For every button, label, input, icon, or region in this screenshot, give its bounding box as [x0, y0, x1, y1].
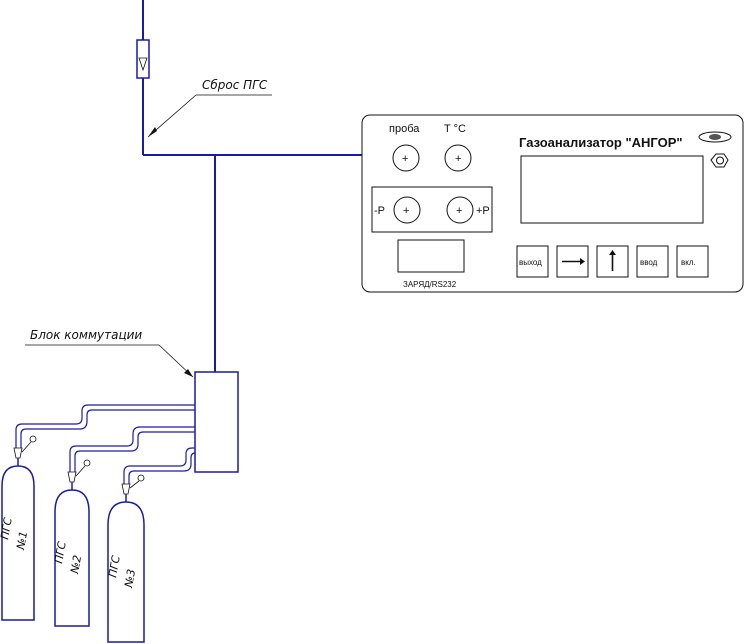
cylinder-lines [15, 404, 196, 484]
power-button-label: вкл. [681, 258, 696, 267]
temperature-port[interactable] [444, 144, 472, 172]
vent-callout: Сброс ПГС [147, 78, 272, 138]
switching-block: Блок коммутации [25, 328, 239, 473]
vent-line [136, 0, 392, 156]
cylinder-2-name: ПГС [52, 540, 69, 564]
cylinder-3-name: ПГС [106, 554, 123, 578]
vent-label: Сброс ПГС [202, 78, 268, 92]
arrow-right-icon [580, 258, 585, 265]
certification-mark-icon [710, 153, 729, 168]
gas-analyzer: проба T °C + + -P + + +P ЗАРЯД/RS232 Газ… [361, 114, 744, 293]
switch-block-label: Блок коммутации [30, 328, 142, 342]
cylinder-1-name: ПГС [0, 516, 15, 540]
arrow-up-icon [609, 250, 616, 255]
callout-arrow-icon [184, 369, 193, 377]
enter-button-label: ввод [640, 258, 658, 267]
pressure-minus-plus: + [403, 205, 409, 217]
valve-icon [67, 471, 77, 483]
temperature-port-plus: + [455, 153, 461, 165]
exit-button-label: выход [519, 258, 542, 267]
sample-port-plus: + [402, 153, 408, 165]
analyzer-title: Газоанализатор "АНГОР" [519, 135, 683, 150]
cylinder-1-number: №1 [14, 530, 30, 551]
callout-arrow-icon [148, 127, 157, 137]
cylinder-3-number: №3 [122, 568, 138, 589]
up-arrow-button[interactable] [596, 245, 629, 278]
cylinder-3: ПГС №3 [106, 474, 145, 643]
cylinder-1: ПГС №1 [0, 435, 37, 621]
pressure-panel [371, 186, 493, 233]
cylinder-2-number: №2 [68, 554, 84, 575]
enter-button[interactable]: ввод [636, 245, 669, 278]
exit-button[interactable]: выход [516, 245, 549, 278]
pressure-plus-port[interactable] [446, 196, 474, 224]
right-arrow-button[interactable] [556, 245, 589, 278]
rotameter [136, 39, 150, 79]
valve-icon [121, 483, 131, 495]
pressure-minus-port[interactable] [393, 196, 421, 224]
valve-icon [13, 447, 23, 459]
pressure-minus-label: -P [374, 205, 385, 217]
analyzer-display [520, 155, 704, 224]
sample-port-label: проба [389, 123, 420, 135]
charge-label: ЗАРЯД/RS232 [403, 280, 457, 289]
pressure-plus-label: +P [476, 205, 490, 217]
brand-logo-icon [698, 131, 732, 143]
sample-port[interactable] [392, 144, 420, 172]
rotameter-float-icon [138, 57, 148, 72]
cylinder-2: ПГС №2 [52, 459, 91, 627]
power-button[interactable]: вкл. [676, 245, 709, 278]
temperature-port-label: T °C [444, 123, 466, 135]
charge-connector[interactable] [397, 239, 465, 273]
pressure-plus-plus: + [456, 205, 462, 217]
